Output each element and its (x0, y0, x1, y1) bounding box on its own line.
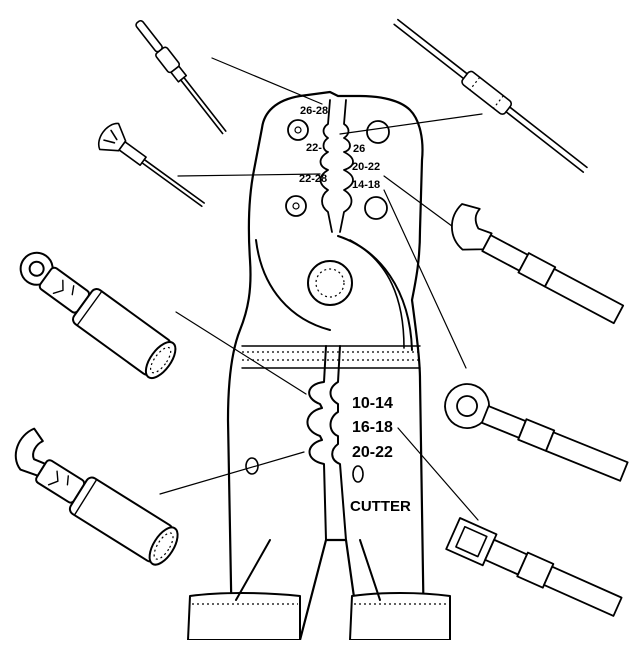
small-spade-terminal (97, 122, 205, 208)
butt-splice-wire-right-bottom (505, 110, 585, 173)
disconnect-body-inner (455, 525, 488, 558)
pin-terminal-tip (135, 19, 163, 53)
butt-splice (393, 18, 588, 173)
butt-splice-wire-left-top (397, 18, 468, 75)
pin-terminal-crimp (170, 65, 188, 83)
label-14-18: 14-18 (352, 179, 380, 191)
rivet-top-left-center (294, 126, 302, 134)
leader-spade-left (159, 451, 305, 495)
label-10-14: 10-14 (352, 395, 393, 412)
leader-ring-left (175, 311, 307, 395)
spade-terminal-right (451, 203, 625, 325)
left-handle-grip (187, 592, 301, 641)
disconnect-wire (543, 565, 623, 617)
rivet-bottom-left-center (292, 202, 300, 210)
ring-left-sleeve-line (76, 290, 103, 327)
label-26-28: 26-28 (300, 105, 328, 117)
spade-terminal-left (14, 427, 179, 566)
pivot-arc-right-inner (349, 239, 405, 349)
left-handle-inner-edge (235, 539, 271, 601)
label-22-dash: 22- (306, 142, 322, 154)
label-cutter: CUTTER (350, 498, 411, 515)
stripper-slot-right-edge (339, 99, 354, 233)
butt-splice-wire-right-top (508, 106, 588, 169)
leader-butt-splice (339, 113, 483, 135)
pivot-arc-left (255, 239, 331, 331)
rivet-bottom-right (364, 196, 388, 220)
pin-terminal (135, 19, 227, 135)
small-spade-fork (97, 122, 127, 152)
spade-left-sleeve-line (73, 478, 98, 516)
crimp-die-notches (306, 345, 327, 541)
leader-ring-right (383, 189, 467, 369)
leader-lines (159, 57, 483, 521)
pivot-bolt-inner (315, 268, 345, 298)
upper-die-labels: 26-28 26 22- 20-22 22-28 14-18 (299, 105, 380, 191)
spade-right-wire (544, 268, 625, 325)
ring-left-sleeve-end (144, 341, 177, 380)
ring-right-barrel (480, 405, 527, 439)
stripper-slot-left-edge (319, 99, 333, 233)
spade-right-barrel (481, 234, 529, 272)
label-22-28: 22-28 (299, 173, 327, 185)
ring-terminal-left (19, 251, 177, 380)
spade-left-barrel-mark (47, 470, 69, 486)
label-20-22-upper: 20-22 (352, 161, 380, 173)
leader-female-disconnect (397, 427, 479, 521)
pin-terminal-wire-top (183, 76, 227, 132)
small-spade-slot (103, 129, 118, 144)
rivet-top-right (366, 120, 390, 144)
small-spade-wire-bottom (141, 161, 203, 208)
leader-pin-terminal (211, 57, 323, 105)
small-spade-barrel (118, 141, 147, 167)
right-handle-grip (349, 592, 451, 641)
rivet-bottom-left (285, 195, 307, 217)
plier-head-outline (226, 90, 426, 642)
right-handle-inner-edge (359, 539, 381, 601)
female-disconnect (445, 517, 623, 617)
small-spade-wire-top (143, 158, 205, 204)
ring-left-hole (28, 260, 45, 277)
leader-spade-right (383, 175, 461, 233)
ring-right-wire (545, 431, 629, 482)
crimp-die-right-edge (329, 345, 347, 541)
pivot-bolt (307, 260, 353, 306)
rivet-top-left (287, 119, 309, 141)
pin-terminal-wire-bottom (179, 79, 224, 135)
lower-die-labels: 10-14 16-18 20-22 CUTTER (350, 395, 411, 515)
label-26: 26 (353, 143, 365, 155)
spade-left-sleeve-end-inner (153, 532, 174, 560)
spade-left-sleeve-end (148, 526, 179, 566)
label-20-22-lower: 20-22 (352, 444, 393, 461)
cutter-hole (352, 465, 364, 483)
leader-small-spade (177, 173, 321, 177)
butt-splice-wire-left-bottom (393, 23, 465, 80)
spade-right-fork (451, 203, 493, 251)
label-16-18: 16-18 (352, 419, 393, 436)
ring-terminal-right (444, 383, 629, 482)
plier-body (187, 90, 451, 642)
butt-splice-sleeve (461, 70, 513, 115)
ring-left-barrel-mark (52, 279, 75, 296)
ring-right-hole (456, 395, 478, 417)
